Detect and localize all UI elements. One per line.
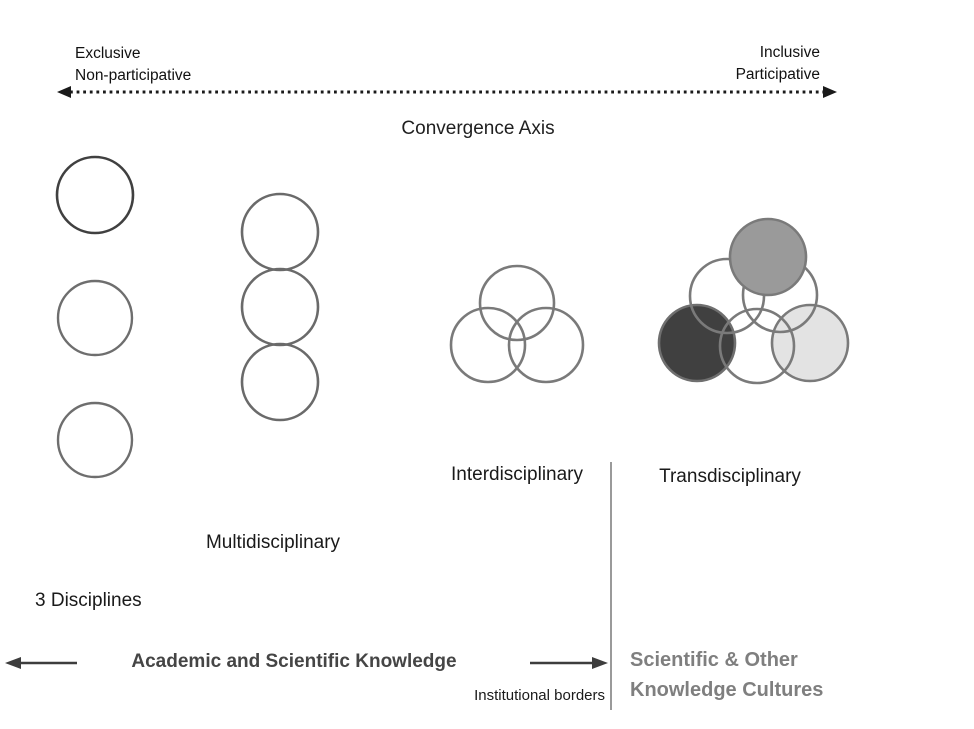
discipline-circle xyxy=(55,155,135,235)
interdisciplinary-circle-group xyxy=(449,264,585,384)
axis-title: Convergence Axis xyxy=(401,118,555,139)
interdisciplinary-circle xyxy=(507,306,585,384)
other-knowledge-label: Scientific & Other Knowledge Cultures xyxy=(630,645,823,705)
interdisciplinary-circle xyxy=(478,264,556,342)
institutional-borders-label: Institutional borders xyxy=(474,687,605,704)
multidisciplinary-circle-group xyxy=(240,192,320,422)
discipline-circle xyxy=(56,279,134,357)
other-knowledge-line1: Scientific & Other xyxy=(630,649,798,671)
stage-label-interdisciplinary: Interdisciplinary xyxy=(451,464,583,485)
stage-label-multidisciplinary: Multidisciplinary xyxy=(205,532,341,553)
knowledge-right-arrowhead-icon xyxy=(592,657,608,669)
axis-left-pole-label: Exclusive Non-participative xyxy=(75,43,191,87)
interdisciplinary-circle xyxy=(449,306,527,384)
discipline-circle xyxy=(56,401,134,479)
other-knowledge-line2: Knowledge Cultures xyxy=(630,679,824,701)
academic-left-arrowhead-icon xyxy=(5,657,21,669)
stage-label-disciplines: 3 Disciplines xyxy=(35,590,142,611)
axis-right-pole-line2: Participative xyxy=(735,66,820,83)
transdisciplinary-open-circle xyxy=(718,307,796,385)
multidisciplinary-circle xyxy=(240,267,320,347)
transdisciplinary-dark-circle xyxy=(657,303,737,383)
transdisciplinary-circle-group xyxy=(657,217,850,385)
stage-label-transdisciplinary: Transdisciplinary xyxy=(659,466,801,487)
axis-right-pole-line1: Inclusive xyxy=(759,44,820,61)
disciplines-circle-group xyxy=(55,155,135,479)
axis-left-pole-line2: Non-participative xyxy=(75,67,192,84)
transdisciplinary-gray-circle xyxy=(728,217,808,297)
academic-knowledge-label: Academic and Scientific Knowledge xyxy=(131,651,457,672)
axis-right-arrowhead-icon xyxy=(823,86,837,98)
axis-left-pole-line1: Exclusive xyxy=(75,45,141,62)
axis-right-pole-label: Inclusive Participative xyxy=(736,42,820,86)
multidisciplinary-circle xyxy=(240,192,320,272)
axis-left-arrowhead-icon xyxy=(57,86,71,98)
multidisciplinary-circle xyxy=(240,342,320,422)
